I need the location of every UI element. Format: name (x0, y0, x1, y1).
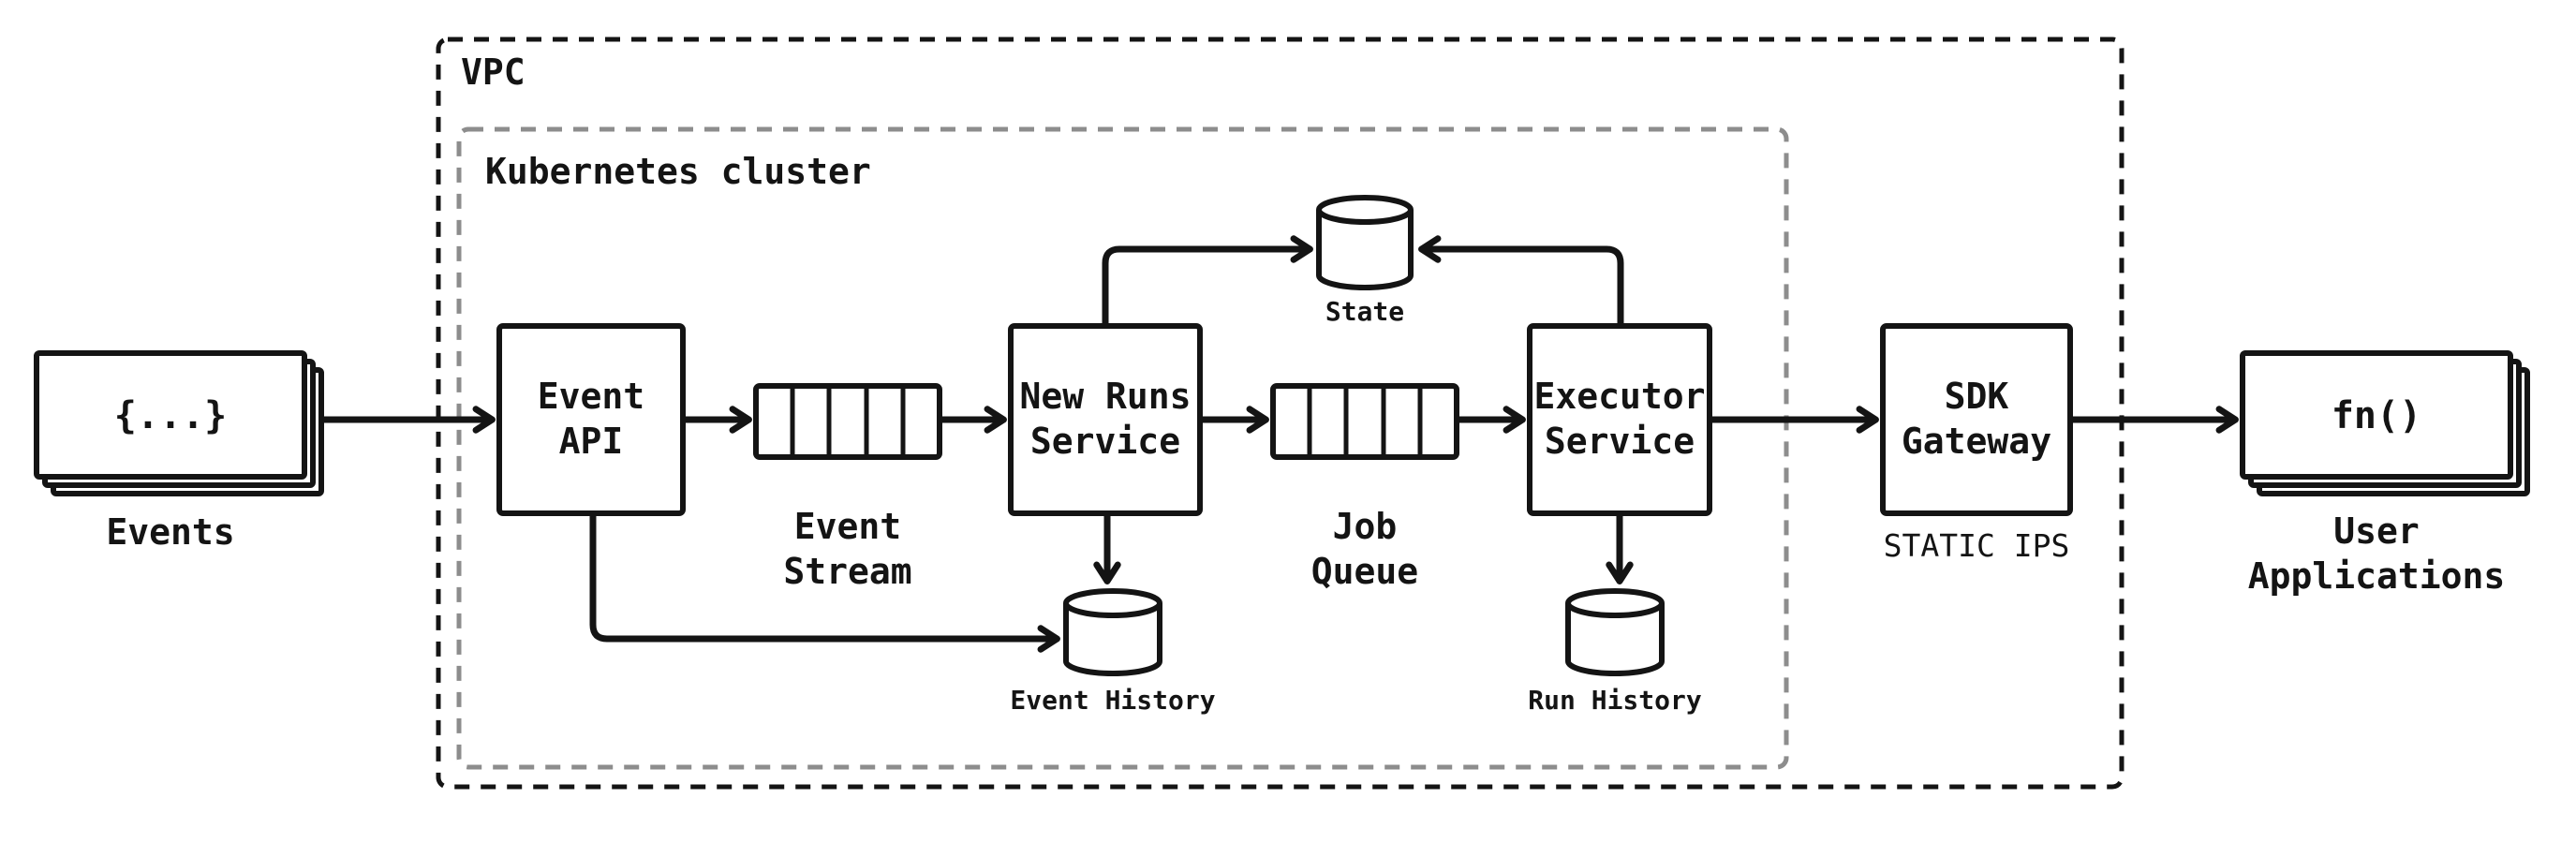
sdk-gateway-node: SDK Gateway STATIC IPS (1880, 323, 2073, 564)
executor-service-label-line1: Executor (1533, 376, 1705, 417)
new-runs-service-label-line1: New Runs (1019, 376, 1191, 417)
event-stream-label-line2: Stream (783, 551, 911, 592)
run-history-database-label: Run History (1528, 685, 1702, 716)
events-glyph: {...} (114, 394, 227, 437)
sdk-gateway-label-line2: Gateway (1902, 421, 2051, 462)
event-api-node: Event API (496, 323, 686, 516)
user-applications-glyph: fn() (2332, 394, 2421, 437)
new-runs-service-label-line2: Service (1030, 421, 1180, 462)
executor-service-node: Executor Service (1527, 323, 1712, 516)
event-history-database-icon (1063, 603, 1162, 676)
user-applications-label-line2: Applications (2248, 555, 2506, 597)
event-api-label-line2: API (559, 421, 624, 462)
state-database-icon (1316, 210, 1414, 290)
state-database-label: State (1325, 296, 1404, 327)
new-runs-service-box (1008, 323, 1203, 516)
event-history-database-label: Event History (1010, 685, 1215, 716)
executor-service-box (1527, 323, 1712, 516)
event-stream-node: Event Stream (753, 383, 942, 592)
event-stream-label-line1: Event (794, 506, 901, 547)
new-runs-service-node: New Runs Service (1008, 323, 1203, 516)
job-queue-icon (1270, 383, 1459, 460)
sdk-gateway-sublabel: STATIC IPS (1884, 527, 2070, 564)
user-applications-stack-layer-front (2240, 350, 2513, 480)
user-applications-node: fn() User Applications (2240, 350, 2530, 597)
executor-service-label-line2: Service (1545, 421, 1695, 462)
vpc-boundary (436, 37, 2124, 790)
vpc-label: VPC (461, 52, 526, 93)
event-history-database-node: Event History (1010, 588, 1216, 716)
edge-event-api-to-event-history (589, 510, 1060, 653)
edge-new-runs-service-to-state (1102, 235, 1313, 330)
user-applications-label-line1: User (2333, 510, 2420, 552)
events-label: Events (106, 511, 234, 553)
run-history-database-node: Run History (1528, 588, 1702, 716)
job-queue-label-line2: Queue (1311, 551, 1418, 592)
sdk-gateway-box (1880, 323, 2073, 516)
event-api-label-line1: Event (538, 376, 644, 417)
sdk-gateway-label-line1: SDK (1945, 376, 2009, 417)
event-stream-queue-icon (753, 383, 942, 460)
run-history-database-icon (1565, 603, 1665, 676)
event-api-box (496, 323, 686, 516)
job-queue-node: Job Queue (1270, 383, 1459, 592)
kubernetes-cluster-label: Kubernetes cluster (485, 151, 871, 192)
job-queue-label-line1: Job (1333, 506, 1398, 547)
edge-executor-service-to-state (1418, 235, 1624, 330)
kubernetes-cluster-boundary (456, 126, 1789, 770)
state-database-node: State (1316, 195, 1414, 327)
events-node: {...} Events (34, 350, 324, 553)
events-stack-layer-front (34, 350, 307, 480)
